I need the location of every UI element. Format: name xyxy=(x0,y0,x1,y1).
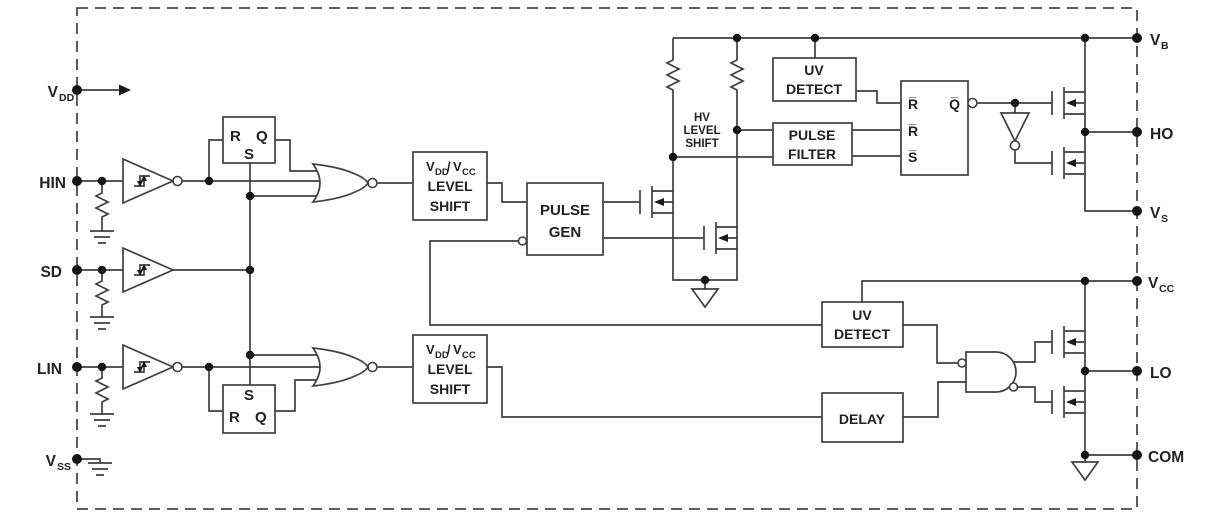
pin-vb-main: V xyxy=(1150,32,1161,49)
pulse-filter-line2: FILTER xyxy=(788,146,836,162)
pin-vss: V SS xyxy=(46,453,71,473)
pulse-filter-block: PULSE FILTER xyxy=(772,122,853,166)
ls-slash: / xyxy=(447,342,451,357)
pin-vb-sub: B xyxy=(1161,40,1169,52)
uv-detect-low-block: UV DETECT xyxy=(821,301,904,348)
vdd-arrow-icon xyxy=(119,84,131,96)
pulse-gen-line1: PULSE xyxy=(540,202,590,219)
pin-vs-sub: S xyxy=(1161,213,1168,225)
ic-boundary xyxy=(76,7,1138,510)
pin-vss-sub: SS xyxy=(57,461,71,473)
uv-low-line1: UV xyxy=(852,307,872,323)
ls-v1-sub: DD xyxy=(435,350,449,361)
ls-v2-sub: CC xyxy=(462,350,476,361)
lo-low-mosfet xyxy=(1051,386,1086,418)
uv-low-line2: DETECT xyxy=(834,326,890,342)
latch-r-label: R xyxy=(230,128,241,145)
ls-shift: SHIFT xyxy=(430,381,471,397)
inverter xyxy=(999,112,1031,151)
ls-level: LEVEL xyxy=(427,361,473,377)
vdd-vcc-level-shift-high: V DD / V CC LEVEL SHIFT xyxy=(412,151,488,221)
latch-s-label: S xyxy=(244,146,254,163)
pin-vb: V B xyxy=(1150,32,1169,52)
pin-ho: HO xyxy=(1150,126,1173,143)
ho-high-mosfet xyxy=(1051,87,1086,119)
ls-v2-sub: CC xyxy=(462,167,476,178)
ground-triangle-icon xyxy=(690,288,720,309)
sd-schmitt-buffer xyxy=(122,246,176,294)
pin-vs-main: V xyxy=(1150,205,1161,222)
latch-q-label: Q xyxy=(256,128,268,145)
hv-line2: LEVEL xyxy=(683,125,720,137)
latch-q-label: Q xyxy=(255,409,267,426)
nor-gate-high xyxy=(311,162,378,204)
latch-rbar1-label: R̅ xyxy=(908,96,918,112)
ls-v2: V xyxy=(453,342,462,357)
ground-triangle-icon xyxy=(1070,461,1100,482)
vdd-vcc-level-shift-low: V DD / V CC LEVEL SHIFT xyxy=(412,334,488,404)
pulse-gen-block: PULSE GEN xyxy=(517,182,604,256)
pin-vcc: V CC xyxy=(1148,275,1175,295)
nor-gate-low xyxy=(311,346,378,388)
pin-hin: HIN xyxy=(39,175,66,192)
hv-line1: HV xyxy=(694,112,710,124)
ls-v1: V xyxy=(426,159,435,174)
lin-schmitt-buffer xyxy=(122,343,183,391)
pin-com: COM xyxy=(1148,449,1184,466)
uv-high-line2: DETECT xyxy=(786,81,842,97)
latch-sbar-label: S̅ xyxy=(908,149,918,165)
hv-level-shift-mosfet-right xyxy=(703,222,738,254)
uv-high-line1: UV xyxy=(804,62,824,78)
junction-dots xyxy=(72,33,1142,464)
hv-line3: SHIFT xyxy=(685,138,718,150)
hin-schmitt-buffer xyxy=(122,157,183,205)
input-latch-low: S R Q xyxy=(222,384,276,434)
sr-latch-high-block: R̅ R̅ S̅ Q̅ xyxy=(900,80,978,176)
ls-level: LEVEL xyxy=(427,178,473,194)
ho-low-mosfet xyxy=(1051,147,1086,179)
hv-level-shift-label: HV LEVEL SHIFT xyxy=(683,112,720,150)
delay-label: DELAY xyxy=(839,411,886,427)
latch-r-label: R xyxy=(229,409,240,426)
pin-labels: V DD HIN SD LIN V SS V B HO V S V CC LO … xyxy=(37,32,1184,473)
latch-qbar-label: Q̅ xyxy=(949,96,960,112)
delay-block: DELAY xyxy=(821,392,904,443)
lo-high-mosfet xyxy=(1051,326,1086,358)
pin-vdd-main: V xyxy=(48,84,59,101)
pin-vdd: V DD xyxy=(48,84,75,104)
pin-sd: SD xyxy=(40,264,62,281)
pin-lo: LO xyxy=(1150,365,1172,382)
output-and-gate xyxy=(957,351,1019,393)
pulse-filter-line1: PULSE xyxy=(789,127,836,143)
pin-vdd-sub: DD xyxy=(59,92,75,104)
hv-level-shift-mosfet-left xyxy=(639,186,674,218)
pin-vs: V S xyxy=(1150,205,1168,225)
latch-s-label: S xyxy=(244,387,254,404)
ls-v2: V xyxy=(453,159,462,174)
latch-rbar2-label: R̅ xyxy=(908,123,918,139)
ls-v1-sub: DD xyxy=(435,167,449,178)
pin-vss-main: V xyxy=(46,453,57,470)
ls-slash: / xyxy=(447,159,451,174)
ls-v1: V xyxy=(426,342,435,357)
input-latch-high: R S Q xyxy=(222,116,276,164)
pin-lin: LIN xyxy=(37,361,62,378)
pulse-gen-line2: GEN xyxy=(549,224,582,241)
ls-shift: SHIFT xyxy=(430,198,471,214)
uv-detect-high-block: UV DETECT xyxy=(772,57,857,102)
pin-vcc-main: V xyxy=(1148,275,1159,292)
pin-vcc-sub: CC xyxy=(1159,283,1175,295)
